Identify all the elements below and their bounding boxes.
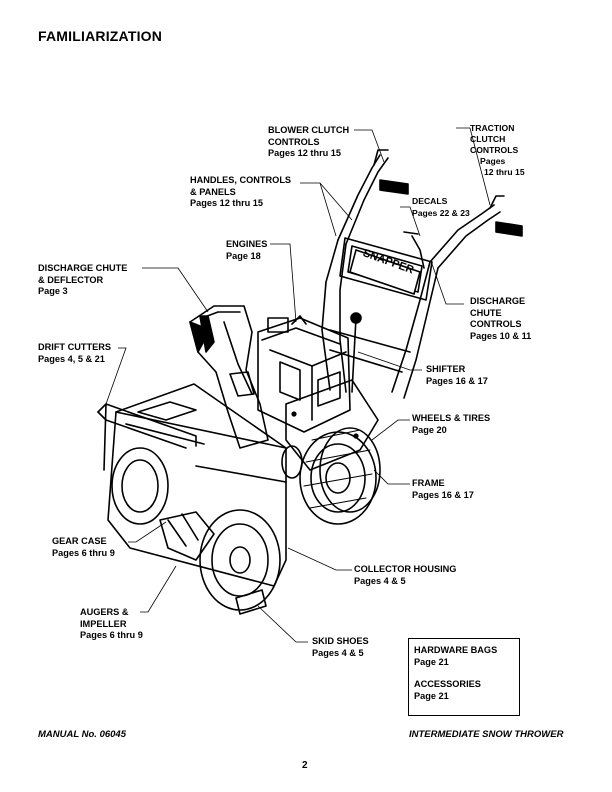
callout-skid-shoes: SKID SHOES Pages 4 & 5: [312, 636, 369, 658]
callout-decals: DECALS Pages 22 & 23: [412, 196, 470, 218]
callout-engines: ENGINES Page 18: [226, 239, 268, 261]
callout-discharge-controls: DISCHARGE CHUTE CONTROLS Pages 10 & 11: [470, 296, 532, 341]
callout-frame: FRAME Pages 16 & 17: [412, 478, 474, 500]
page-number: 2: [302, 760, 308, 771]
product-name: INTERMEDIATE SNOW THROWER: [409, 729, 564, 740]
callout-handles: HANDLES, CONTROLS & PANELS Pages 12 thru…: [190, 175, 292, 208]
hardware-bags-label: HARDWARE BAGS Page 21: [414, 645, 498, 667]
callout-gear-case: GEAR CASE Pages 6 thru 9: [52, 536, 115, 558]
callout-shifter: SHIFTER Pages 16 & 17: [426, 364, 488, 386]
callout-collector-housing: COLLECTOR HOUSING Pages 4 & 5: [354, 564, 457, 586]
accessories-label: ACCESSORIES Page 21: [414, 679, 481, 701]
callout-discharge-chute: DISCHARGE CHUTE & DEFLECTOR Page 3: [38, 263, 128, 296]
page-title: FAMILIARIZATION: [38, 28, 163, 44]
callout-blower-clutch: BLOWER CLUTCH CONTROLS Pages 12 thru 15: [268, 125, 350, 158]
hardware-accessories-box: HARDWARE BAGS Page 21 ACCESSORIES Page 2…: [408, 638, 520, 716]
callout-traction-clutch: TRACTION CLUTCH CONTROLS Pages 12 thru 1…: [470, 123, 525, 177]
manual-number: MANUAL No. 06045: [38, 729, 126, 740]
callout-drift-cutters: DRIFT CUTTERS Pages 4, 5 & 21: [38, 342, 111, 364]
callout-augers: AUGERS & IMPELLER Pages 6 thru 9: [80, 607, 143, 640]
callout-wheels: WHEELS & TIRES Page 20: [412, 413, 491, 435]
